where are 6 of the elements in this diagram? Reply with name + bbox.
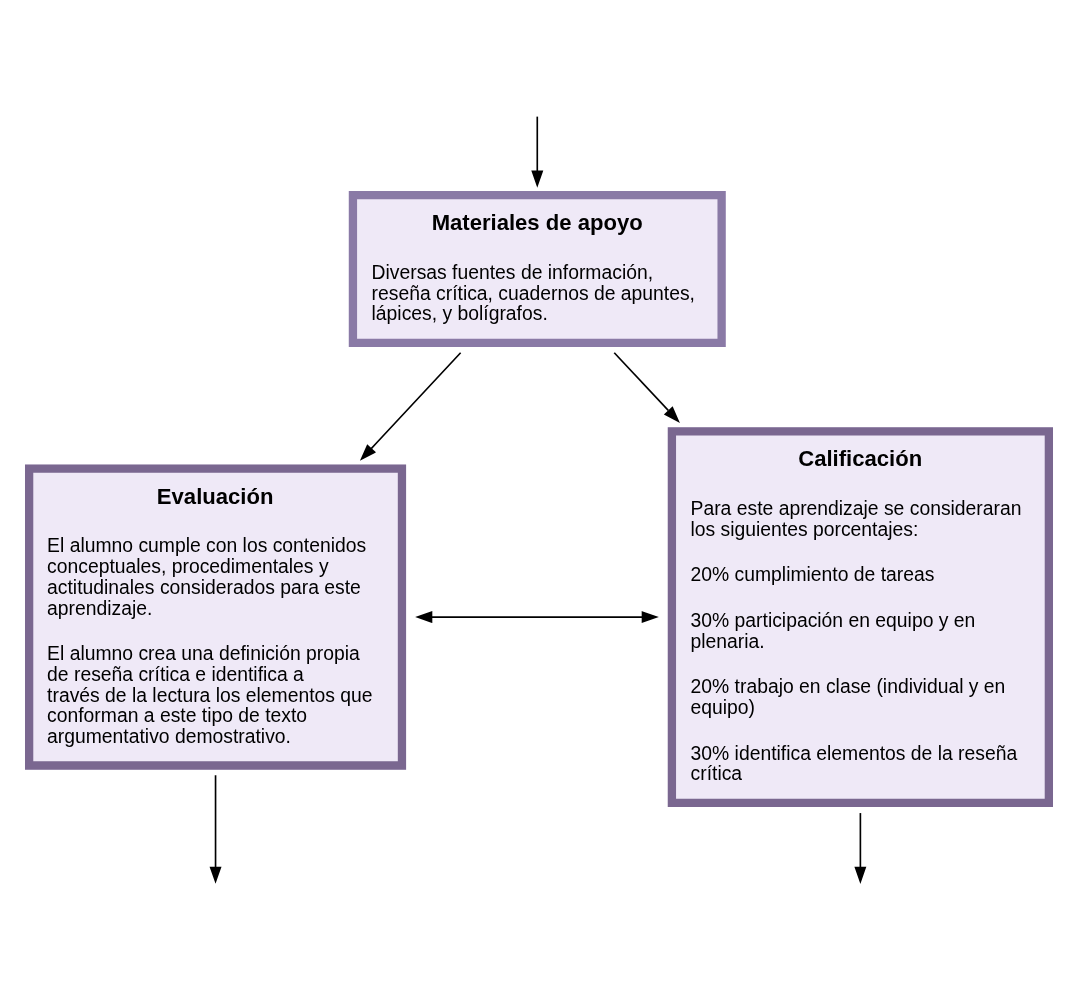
- arrow: [359, 351, 462, 461]
- arrow: [531, 115, 544, 188]
- arrow: [209, 774, 222, 884]
- arrow: [415, 611, 659, 624]
- arrow: [613, 351, 680, 423]
- arrow: [854, 812, 867, 884]
